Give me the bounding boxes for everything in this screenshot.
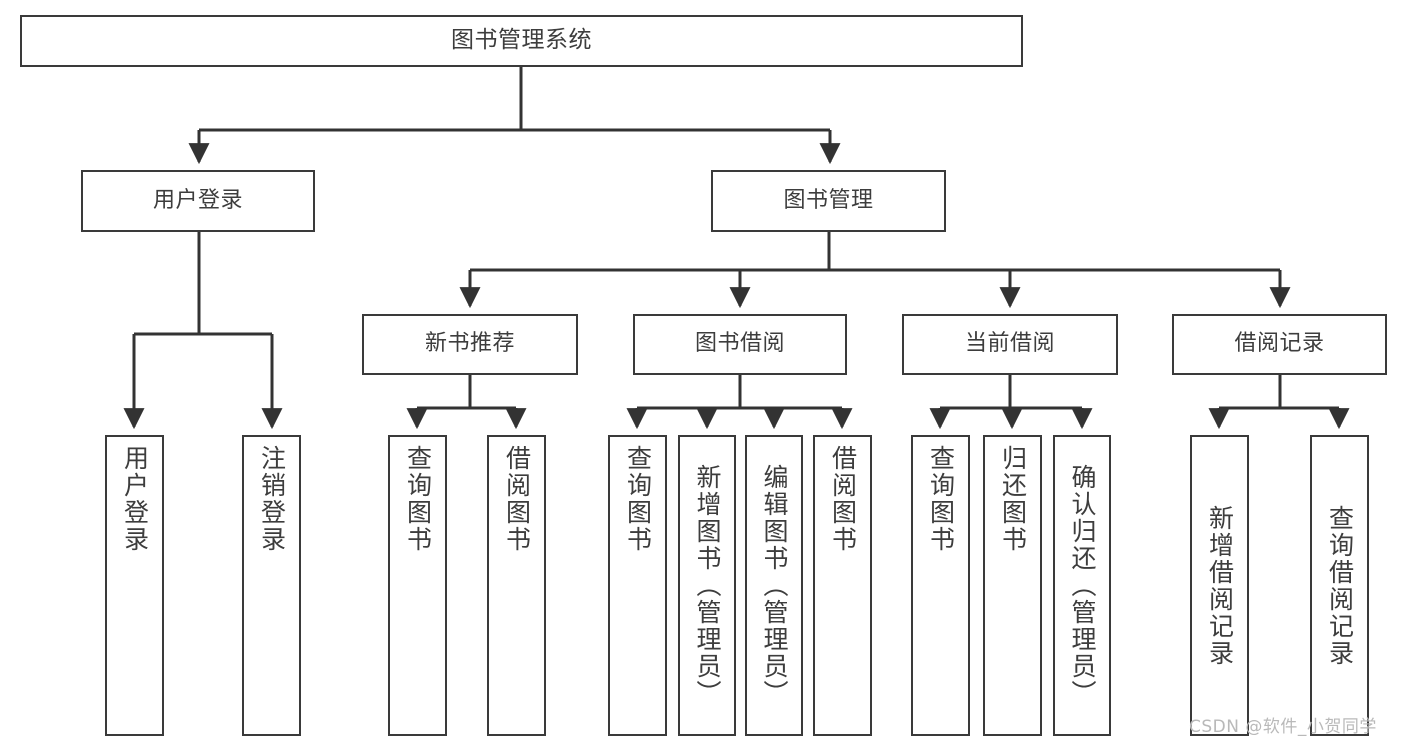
node-borrow-record[interactable]: 借阅记录 bbox=[1172, 314, 1387, 375]
leaf-borrow-book-new-label: 借阅图书 bbox=[502, 445, 532, 553]
leaf-query-book-current[interactable]: 查询图书 bbox=[911, 435, 970, 736]
leaf-query-book-borrow-label: 查询图书 bbox=[623, 445, 653, 553]
leaf-logout[interactable]: 注销登录 bbox=[242, 435, 301, 736]
node-current-borrow[interactable]: 当前借阅 bbox=[902, 314, 1118, 375]
leaf-user-login-label: 用户登录 bbox=[120, 445, 150, 553]
node-current-borrow-label: 当前借阅 bbox=[964, 331, 1055, 357]
leaf-query-book-new[interactable]: 查询图书 bbox=[388, 435, 447, 736]
leaf-confirm-return-admin-label: 确认归还（管理员） bbox=[1068, 464, 1097, 707]
leaf-query-book-new-label: 查询图书 bbox=[403, 445, 433, 553]
node-book-borrow[interactable]: 图书借阅 bbox=[633, 314, 847, 375]
leaf-user-login[interactable]: 用户登录 bbox=[105, 435, 164, 736]
leaf-borrow-book[interactable]: 借阅图书 bbox=[813, 435, 872, 736]
leaf-edit-book-admin[interactable]: 编辑图书（管理员） bbox=[745, 435, 803, 736]
leaf-query-borrow-record-label: 查询借阅记录 bbox=[1325, 504, 1355, 667]
leaf-query-book-borrow[interactable]: 查询图书 bbox=[608, 435, 667, 736]
node-book-management-label: 图书管理 bbox=[783, 187, 874, 213]
node-new-book-recommend-label: 新书推荐 bbox=[424, 331, 515, 357]
node-borrow-record-label: 借阅记录 bbox=[1234, 331, 1325, 357]
node-new-book-recommend[interactable]: 新书推荐 bbox=[362, 314, 578, 375]
leaf-query-book-current-label: 查询图书 bbox=[926, 445, 956, 553]
node-root[interactable]: 图书管理系统 bbox=[20, 15, 1023, 67]
leaf-logout-label: 注销登录 bbox=[257, 445, 287, 553]
node-user-login-label: 用户登录 bbox=[152, 187, 243, 213]
node-root-label: 图书管理系统 bbox=[451, 27, 592, 54]
leaf-edit-book-admin-label: 编辑图书（管理员） bbox=[760, 464, 789, 707]
leaf-confirm-return-admin[interactable]: 确认归还（管理员） bbox=[1053, 435, 1111, 736]
leaf-return-book[interactable]: 归还图书 bbox=[983, 435, 1042, 736]
leaf-add-book-admin[interactable]: 新增图书（管理员） bbox=[678, 435, 736, 736]
leaf-add-borrow-record[interactable]: 新增借阅记录 bbox=[1190, 435, 1249, 736]
leaf-query-borrow-record[interactable]: 查询借阅记录 bbox=[1310, 435, 1369, 736]
leaf-borrow-book-new[interactable]: 借阅图书 bbox=[487, 435, 546, 736]
leaf-return-book-label: 归还图书 bbox=[998, 445, 1028, 553]
node-book-management[interactable]: 图书管理 bbox=[711, 170, 946, 232]
node-book-borrow-label: 图书借阅 bbox=[694, 331, 785, 357]
leaf-borrow-book-label: 借阅图书 bbox=[828, 445, 858, 553]
node-user-login[interactable]: 用户登录 bbox=[81, 170, 315, 232]
leaf-add-book-admin-label: 新增图书（管理员） bbox=[693, 464, 722, 707]
leaf-add-borrow-record-label: 新增借阅记录 bbox=[1205, 504, 1235, 667]
watermark: CSDN @软件_小贺同学 bbox=[1189, 717, 1377, 737]
